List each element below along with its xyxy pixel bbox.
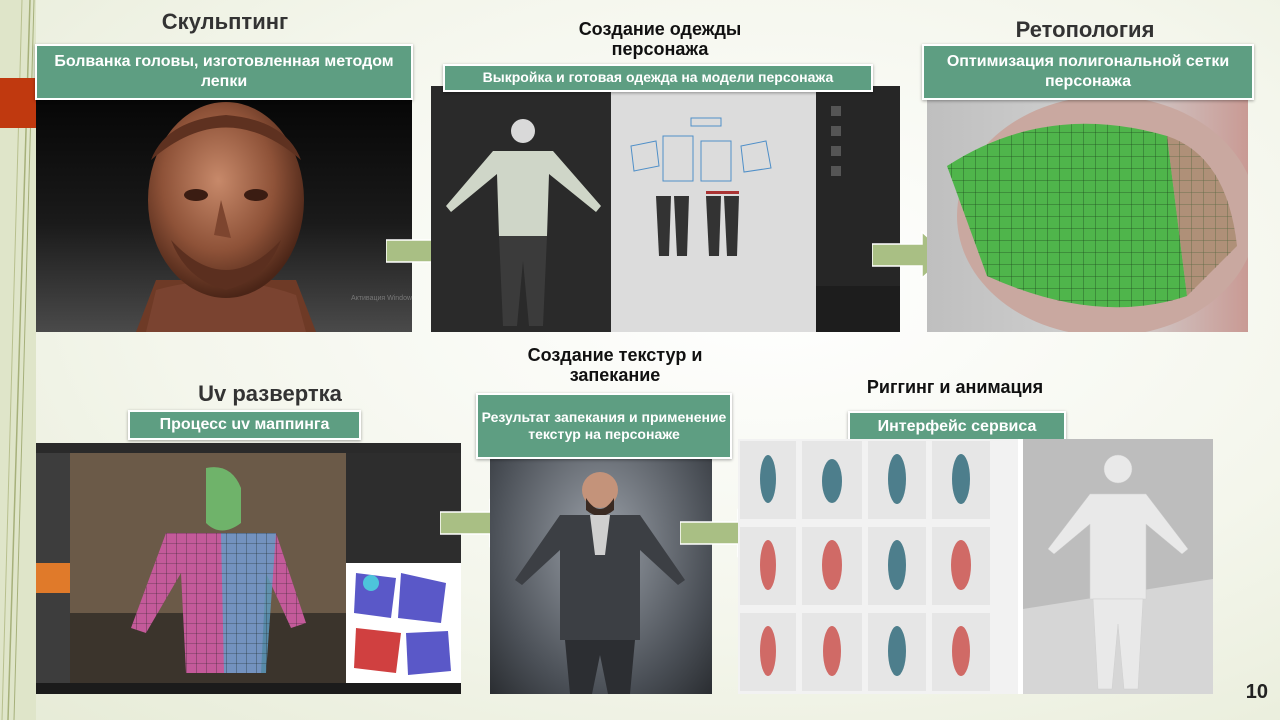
uv-image — [36, 443, 461, 694]
svg-text:Активация Windows: Активация Windows — [351, 295, 412, 302]
sculpting-title: Скульптинг — [161, 9, 289, 34]
retopology-label: Оптимизация полигональной сетки персонаж… — [922, 44, 1254, 100]
animation-thumbnails — [740, 441, 990, 691]
sculpting-image: Активация Windows — [36, 90, 412, 332]
accent-square — [0, 78, 36, 128]
clothing-label: Выкройка и готовая одежда на модели перс… — [443, 64, 873, 92]
uv-title: Uv развертка — [198, 381, 342, 406]
uv-label: Процесс uv маппинга — [128, 410, 361, 440]
sculpting-label: Болванка головы, изготовленная методом л… — [35, 44, 413, 100]
retopology-image — [927, 96, 1248, 332]
texturing-title: Создание текстур и запекание — [527, 345, 703, 385]
rigging-title: Риггинг и анимация — [866, 377, 1044, 397]
rigging-image — [738, 439, 1213, 694]
clothing-image — [431, 86, 900, 332]
clothing-title: Создание одежды персонажа — [578, 19, 742, 59]
page-number: 10 — [1245, 681, 1268, 703]
texturing-image — [490, 440, 712, 694]
retopology-title: Ретопология — [1015, 17, 1155, 42]
texturing-label: Результат запекания и применение текстур… — [476, 393, 732, 459]
